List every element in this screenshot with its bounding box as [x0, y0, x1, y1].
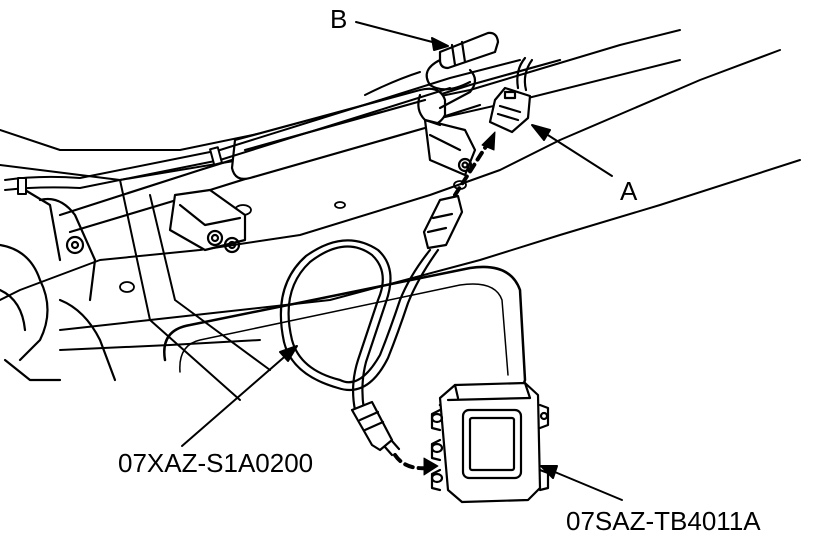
mount-bracket-left: [168, 188, 247, 254]
plug-in-arrow: [393, 453, 439, 476]
cable-part-number: 07XAZ-S1A0200: [118, 448, 314, 478]
connector-b: [417, 31, 500, 127]
leader-lines: [181, 21, 623, 501]
left-pillar: [0, 188, 117, 382]
connector-a: [488, 56, 534, 134]
connection-arrow-a: [453, 131, 496, 197]
wire-harness: [4, 59, 521, 195]
tester-part-number: 07SAZ-TB4011A: [566, 506, 761, 536]
tester-box: [430, 381, 550, 504]
window-inner-edge: [179, 283, 509, 376]
test-cable: [279, 194, 464, 457]
roof-panel: [0, 29, 801, 401]
callout-b: B: [330, 4, 348, 34]
mount-bracket-right: [423, 118, 477, 177]
callout-a: A: [620, 176, 638, 206]
